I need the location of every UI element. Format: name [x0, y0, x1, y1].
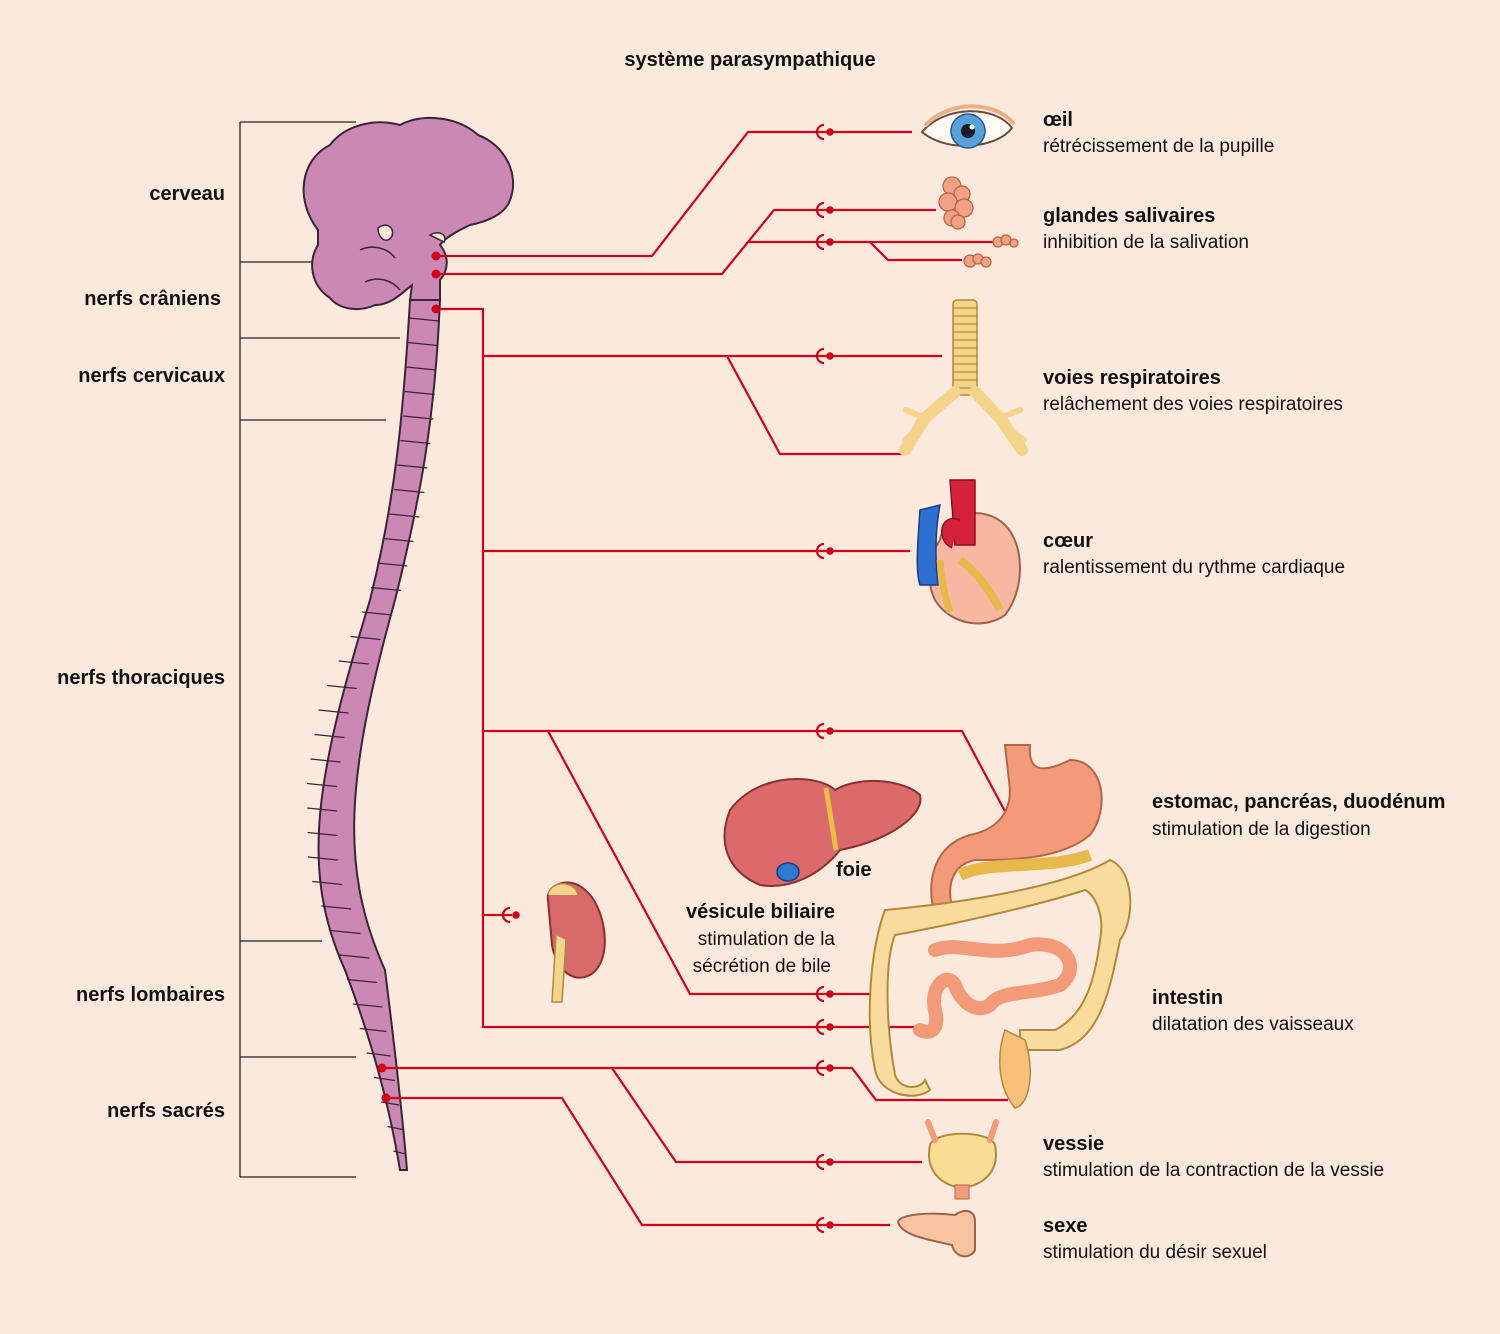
- organ-name-coeur: cœur: [1043, 530, 1093, 552]
- organ-name-voies: voies respiratoires: [1043, 367, 1221, 389]
- brain: [302, 117, 515, 311]
- ganglion-arc: [815, 1018, 825, 1036]
- ganglion-arc: [815, 233, 825, 251]
- nerve-origins: [377, 251, 441, 1103]
- region-label-craniens: nerfs crâniens: [84, 288, 221, 310]
- ganglion-dot: [826, 990, 834, 998]
- region-label-lombaires: nerfs lombaires: [76, 984, 225, 1006]
- digestive-tract-illustration: [868, 744, 1132, 1109]
- vesicule-effect-1: stimulation de la: [698, 929, 836, 950]
- ganglion-dot: [512, 911, 520, 919]
- ganglion-arc: [815, 201, 825, 219]
- region-label-sacres: nerfs sacrés: [107, 1100, 225, 1122]
- organ-name-oeil: œil: [1043, 109, 1073, 131]
- ganglion-arc: [815, 123, 825, 141]
- spinal-cord: [306, 299, 442, 1171]
- organ-name-sexe: sexe: [1043, 1215, 1088, 1237]
- bladder-illustration: [925, 1119, 999, 1200]
- organ-effect-glandes: inhibition de la salivation: [1043, 232, 1249, 253]
- ganglion-dot: [826, 1221, 834, 1229]
- organ-effect-intestin: dilatation des vaisseaux: [1152, 1014, 1354, 1035]
- vesicule-name: vésicule biliaire: [686, 901, 835, 923]
- organ-effect-estomac: stimulation de la digestion: [1152, 819, 1371, 840]
- ganglion-dot: [826, 727, 834, 735]
- ganglion-dot: [826, 352, 834, 360]
- region-label-cerveau: cerveau: [149, 183, 225, 205]
- airways-illustration: [899, 299, 1028, 456]
- genitals-illustration: [896, 1209, 976, 1258]
- ganglion-arc: [815, 1059, 825, 1077]
- organ-name-glandes: glandes salivaires: [1043, 205, 1215, 227]
- ganglion-dot: [826, 1158, 834, 1166]
- ganglion-arc: [815, 1153, 825, 1171]
- organ-labels: œil rétrécissement de la pupille glandes…: [1043, 109, 1445, 1263]
- ganglia: [501, 123, 834, 1234]
- ganglion-dot: [826, 547, 834, 555]
- ganglion-dot: [826, 206, 834, 214]
- ganglion-arc: [501, 906, 511, 924]
- diagram-title: système parasympathique: [624, 49, 875, 71]
- ganglion-dot: [826, 238, 834, 246]
- ganglion-dot: [826, 1023, 834, 1031]
- organ-effect-sexe: stimulation du désir sexuel: [1043, 1242, 1267, 1263]
- organ-name-estomac: estomac, pancréas, duodénum: [1152, 791, 1445, 813]
- organ-name-vessie: vessie: [1043, 1133, 1104, 1155]
- foie-label: foie: [836, 859, 872, 881]
- region-brackets: [239, 121, 400, 1178]
- vesicule-effect-2: sécrétion de bile: [693, 956, 831, 977]
- kidney-illustration: [546, 881, 606, 1003]
- organ-effect-voies: relâchement des voies respiratoires: [1043, 394, 1343, 415]
- region-label-thoraciques: nerfs thoraciques: [57, 667, 225, 689]
- organ-name-intestin: intestin: [1152, 987, 1223, 1009]
- ganglion-arc: [815, 347, 825, 365]
- ganglion-arc: [815, 722, 825, 740]
- ganglion-dot: [826, 1064, 834, 1072]
- ganglion-arc: [815, 1216, 825, 1234]
- organ-effect-vessie: stimulation de la contraction de la vess…: [1043, 1160, 1384, 1181]
- ganglion-dot: [826, 128, 834, 136]
- nerve-pathways: [382, 130, 1023, 1227]
- ganglion-arc: [815, 985, 825, 1003]
- organ-effect-coeur: ralentissement du rythme cardiaque: [1043, 557, 1345, 578]
- region-label-cervicaux: nerfs cervicaux: [78, 365, 225, 387]
- salivary-glands-illustration: [938, 176, 1019, 268]
- eye-illustration: [920, 104, 1016, 149]
- ganglion-arc: [815, 542, 825, 560]
- heart-illustration: [916, 479, 1021, 625]
- liver-illustration: [723, 777, 922, 887]
- organ-effect-oeil: rétrécissement de la pupille: [1043, 136, 1274, 157]
